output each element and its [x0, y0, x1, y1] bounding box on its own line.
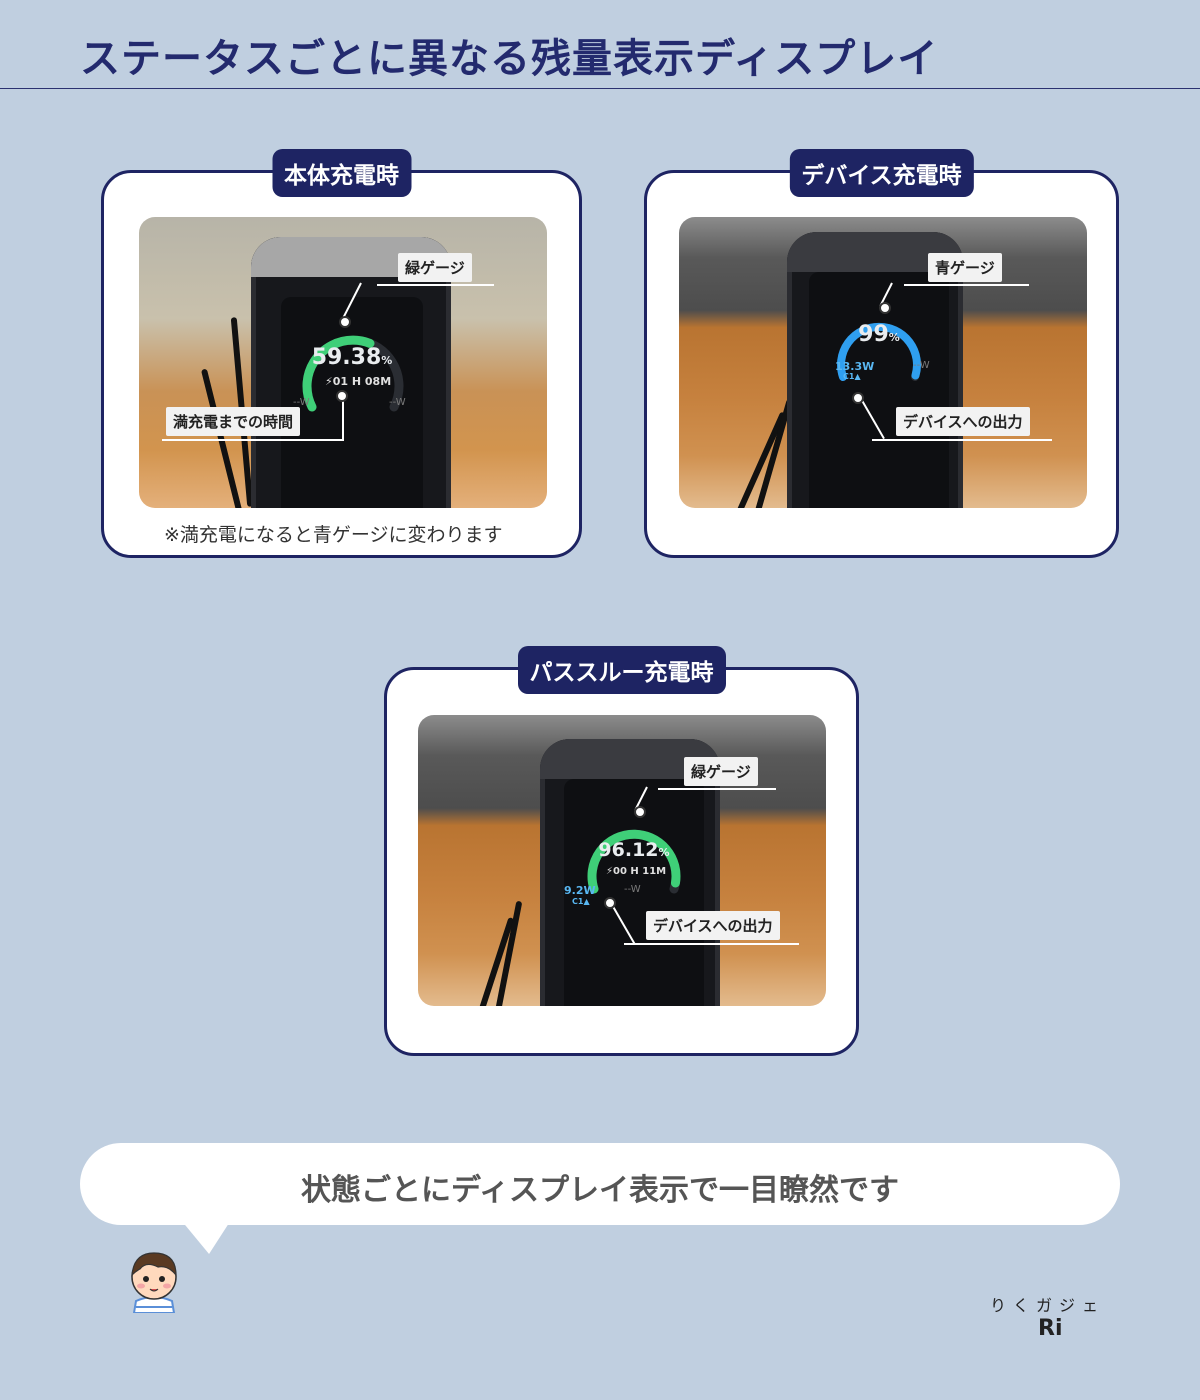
card-label: デバイス充電時: [789, 149, 974, 197]
device-screen: 96.12% ⚡00 H 11M 9.2W C1▲ --W: [564, 779, 704, 1006]
gauge-fill: [587, 829, 681, 894]
card-passthrough-charging: パススルー充電時 96.12% ⚡00 H 11M 9.2W C1▲ --W 緑…: [384, 646, 859, 1056]
speech-bubble: 状態ごとにディスプレイ表示で一目瞭然です: [80, 1143, 1120, 1225]
port-id: C1▲: [572, 897, 590, 906]
device-photo: 59.38% ⚡01 H 08M --W --W 緑ゲージ 満充電までの時間: [139, 217, 547, 508]
speech-bubble-text: 状態ごとにディスプレイ表示で一目瞭然です: [301, 1173, 899, 1208]
time-to-full: ⚡01 H 08M: [325, 375, 392, 388]
annotation-green-gauge: 緑ゲージ: [684, 757, 758, 786]
annotation-line: [342, 397, 344, 440]
battery-gauge: [837, 322, 921, 381]
annotation-line: [872, 439, 1052, 441]
port-output: --W: [913, 360, 930, 371]
card-label: 本体充電時: [272, 149, 411, 197]
annotation-time-to-full: 満充電までの時間: [166, 407, 301, 436]
signature-kana: りくガジェ: [990, 1296, 1106, 1315]
annotation-line: [377, 284, 494, 286]
avatar: [131, 1252, 177, 1313]
device-output-power: 9.2W: [564, 884, 596, 897]
port-output: --W: [293, 397, 310, 408]
device-screen: 99% 13.3W C1▲ --W: [809, 272, 949, 508]
speech-bubble-tail: [180, 1220, 250, 1254]
time-to-full: ⚡00 H 11M: [606, 866, 667, 877]
annotation-line: [162, 439, 344, 441]
annotation-dot: [852, 392, 864, 404]
battery-gauge: [587, 829, 681, 894]
device-photo: 96.12% ⚡00 H 11M 9.2W C1▲ --W 緑ゲージ デバイスへ…: [418, 715, 826, 1006]
battery-percentage: 59.38%: [311, 345, 393, 370]
annotation-line: [658, 788, 776, 790]
annotation-device-output: デバイスへの出力: [896, 407, 1030, 436]
annotation-green-gauge: 緑ゲージ: [398, 253, 472, 282]
power-bank: 59.38% ⚡01 H 08M --W --W: [251, 237, 451, 508]
device-photo: 99% 13.3W C1▲ --W 青ゲージ デバイスへの出力: [679, 217, 1087, 508]
annotation-dot: [339, 316, 351, 328]
annotation-dot: [634, 806, 646, 818]
battery-percentage: 96.12%: [598, 839, 670, 861]
battery-gauge: [302, 335, 404, 412]
title-divider: [0, 88, 1200, 89]
strap: [727, 411, 787, 508]
annotation-dot: [604, 897, 616, 909]
gauge-fill: [837, 322, 921, 381]
annotation-line: [904, 284, 1029, 286]
port-output: --W: [624, 884, 641, 895]
device-screen: 59.38% ⚡01 H 08M --W --W: [281, 297, 423, 508]
battery-percentage: 99%: [858, 322, 900, 347]
footnote: ※満充電になると青ゲージに変わります: [164, 524, 503, 546]
device-output-power: 13.3W: [835, 360, 875, 373]
port-output: --W: [389, 397, 406, 408]
port-id: C1▲: [843, 372, 861, 381]
annotation-dot: [879, 302, 891, 314]
power-bank: 99% 13.3W C1▲ --W: [787, 232, 963, 508]
gauge-fill: [302, 335, 404, 412]
card-device-charging: デバイス充電時 99% 13.3W C1▲ --W 青ゲージ デバイスへ: [644, 149, 1119, 558]
annotation-line: [624, 943, 799, 945]
annotation-device-output: デバイスへの出力: [646, 911, 780, 940]
annotation-dot: [336, 390, 348, 402]
card-self-charging: 本体充電時 59.38% ⚡01 H 08M --W --W 緑ゲージ: [101, 149, 582, 558]
card-label: パススルー充電時: [517, 646, 726, 694]
signature-logo: Ri: [1038, 1316, 1063, 1341]
page-title: ステータスごとに異なる残量表示ディスプレイ: [80, 36, 939, 82]
annotation-blue-gauge: 青ゲージ: [928, 253, 1002, 282]
